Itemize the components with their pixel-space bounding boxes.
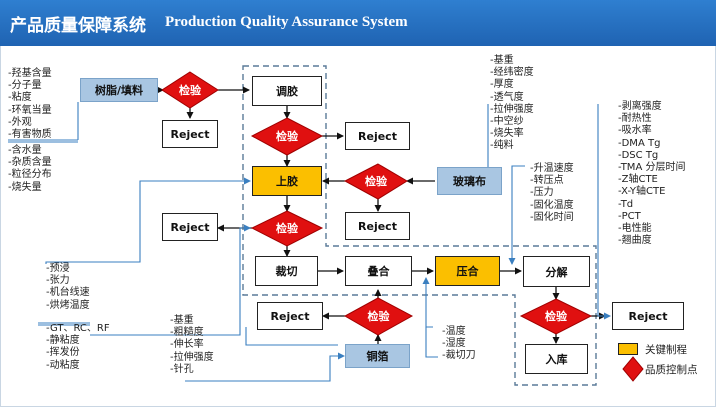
property-item: 动粘度 (46, 360, 110, 372)
title-chinese: 产品质量保障系统 (10, 16, 146, 36)
property-item: 环氧当量 (8, 105, 52, 117)
property-item: 固化温度 (530, 200, 574, 212)
property-item: 张力 (46, 275, 90, 287)
property-item: 压力 (530, 187, 574, 199)
check-foil-label: 检验 (367, 310, 390, 323)
property-item: 杂质含量 (8, 157, 52, 169)
legend-key-process-swatch (618, 343, 638, 355)
disassembly-box: 分解 (523, 256, 590, 287)
property-item: 分子量 (8, 80, 52, 92)
check-foil-diamond (343, 297, 414, 336)
process-boundary (242, 65, 597, 386)
property-item: 剥离强度 (618, 101, 685, 113)
property-item: 耐热性 (618, 113, 685, 125)
property-item: 烧失量 (8, 182, 52, 194)
reject-mixing-box: Reject (345, 122, 410, 150)
property-item: 静粘度 (46, 335, 110, 347)
final-props-list: 剥离强度耐热性吸水率DMA TgDSC TgTMA 分层时间Z轴CTEX-Y轴C… (618, 101, 686, 247)
property-item: 转压点 (530, 175, 574, 187)
property-item: 外观 (8, 117, 52, 129)
reject-final-box: Reject (612, 302, 684, 330)
check-mixing-label: 检验 (276, 130, 298, 143)
property-item: 基重 (170, 315, 214, 327)
impregnation-props-list-1: 预浸张力机台线速烘烤温度 (46, 263, 90, 312)
glass-props-list: 基重经纬密度厚度透气度拉伸强度中空纱烧失率纯料 (490, 55, 534, 153)
impregnation-box: 上胶 (252, 166, 322, 196)
property-item: 针孔 (170, 364, 214, 376)
cutting-box: 裁切 (255, 256, 318, 286)
check-incoming-diamond (161, 71, 219, 109)
property-item: 固化时间 (530, 212, 574, 224)
property-item: 含水量 (8, 145, 52, 157)
check-mixing-diamond (250, 117, 324, 156)
environment-props-list: 温度湿度裁切刀 (442, 326, 476, 363)
check-incoming-label: 检验 (179, 84, 201, 97)
property-item: 粗糙度 (170, 327, 214, 339)
glass-cloth-box: 玻璃布 (437, 167, 502, 195)
layup-box: 叠合 (345, 256, 412, 286)
property-item: DSC Tg (618, 150, 685, 162)
property-item: 粒径分布 (8, 169, 52, 181)
property-item: 厚度 (490, 79, 534, 91)
property-item: 吸水率 (618, 125, 685, 137)
title-english: Production Quality Assurance System (165, 14, 408, 30)
property-item: 羟基含量 (8, 68, 52, 80)
property-item: DMA Tg (618, 138, 685, 150)
property-item: 翘曲度 (618, 235, 685, 247)
foil-props-list: 基重粗糙度伸长率拉伸强度针孔 (170, 315, 214, 376)
property-item: 烧失率 (490, 128, 534, 140)
property-item: 挥发份 (46, 347, 110, 359)
check-final-label: 检验 (545, 310, 567, 323)
property-item: Z轴CTE (618, 174, 685, 186)
impregnation-props-list-2: GT、RC、RF静粘度挥发份动粘度 (46, 323, 110, 372)
property-item: GT、RC、RF (46, 323, 110, 335)
property-item: 基重 (490, 55, 534, 67)
legend-quality-diamond (622, 356, 644, 382)
legend-key-process-label: 关键制程 (645, 344, 687, 356)
property-item: 裁切刀 (442, 350, 476, 362)
property-item: TMA 分层时间 (618, 162, 686, 174)
check-prepreg-label: 检验 (276, 222, 298, 235)
reject-glass-box: Reject (345, 212, 410, 240)
property-item: PCT (618, 211, 685, 223)
property-item: 电性能 (618, 223, 685, 235)
property-item: 伸长率 (170, 339, 214, 351)
storage-box: 入库 (525, 344, 588, 374)
property-item: 拉伸强度 (170, 352, 214, 364)
property-item: 透气度 (490, 92, 534, 104)
property-item: 纯料 (490, 140, 534, 152)
reject-prepreg-box: Reject (162, 213, 218, 241)
title-bar: 产品质量保障系统 Production Quality Assurance Sy… (0, 0, 716, 46)
resin-filler-box: 树脂/填料 (80, 78, 158, 102)
property-item: 粘度 (8, 92, 52, 104)
property-item: 烘烤温度 (46, 300, 90, 312)
property-item: Td (618, 199, 685, 211)
copper-foil-box: 铜箔 (345, 344, 410, 368)
property-item: X-Y轴CTE (618, 186, 685, 198)
check-prepreg-diamond (250, 210, 324, 247)
check-final-diamond (519, 298, 593, 335)
reject-incoming-box: Reject (162, 120, 218, 148)
property-item: 机台线速 (46, 287, 90, 299)
mixing-box: 调胶 (252, 76, 322, 106)
property-item: 经纬密度 (490, 67, 534, 79)
property-item: 中空纱 (490, 116, 534, 128)
resin-props-list-2: 含水量杂质含量粒径分布烧失量 (8, 145, 52, 194)
property-item: 预浸 (46, 263, 90, 275)
property-item: 升温速度 (530, 163, 574, 175)
property-item: 拉伸强度 (490, 104, 534, 116)
press-props-list: 升温速度转压点压力固化温度固化时间 (530, 163, 574, 224)
property-item: 湿度 (442, 338, 476, 350)
check-glass-diamond (343, 163, 408, 200)
reject-foil-box: Reject (257, 302, 323, 330)
property-item: 温度 (442, 326, 476, 338)
pressing-box: 压合 (435, 256, 500, 286)
resin-props-list-1: 羟基含量分子量粘度环氧当量外观有害物质 (8, 68, 52, 141)
property-item: 有害物质 (8, 129, 52, 141)
legend-quality-point-label: 品质控制点 (645, 364, 698, 376)
check-glass-label: 检验 (365, 175, 387, 188)
